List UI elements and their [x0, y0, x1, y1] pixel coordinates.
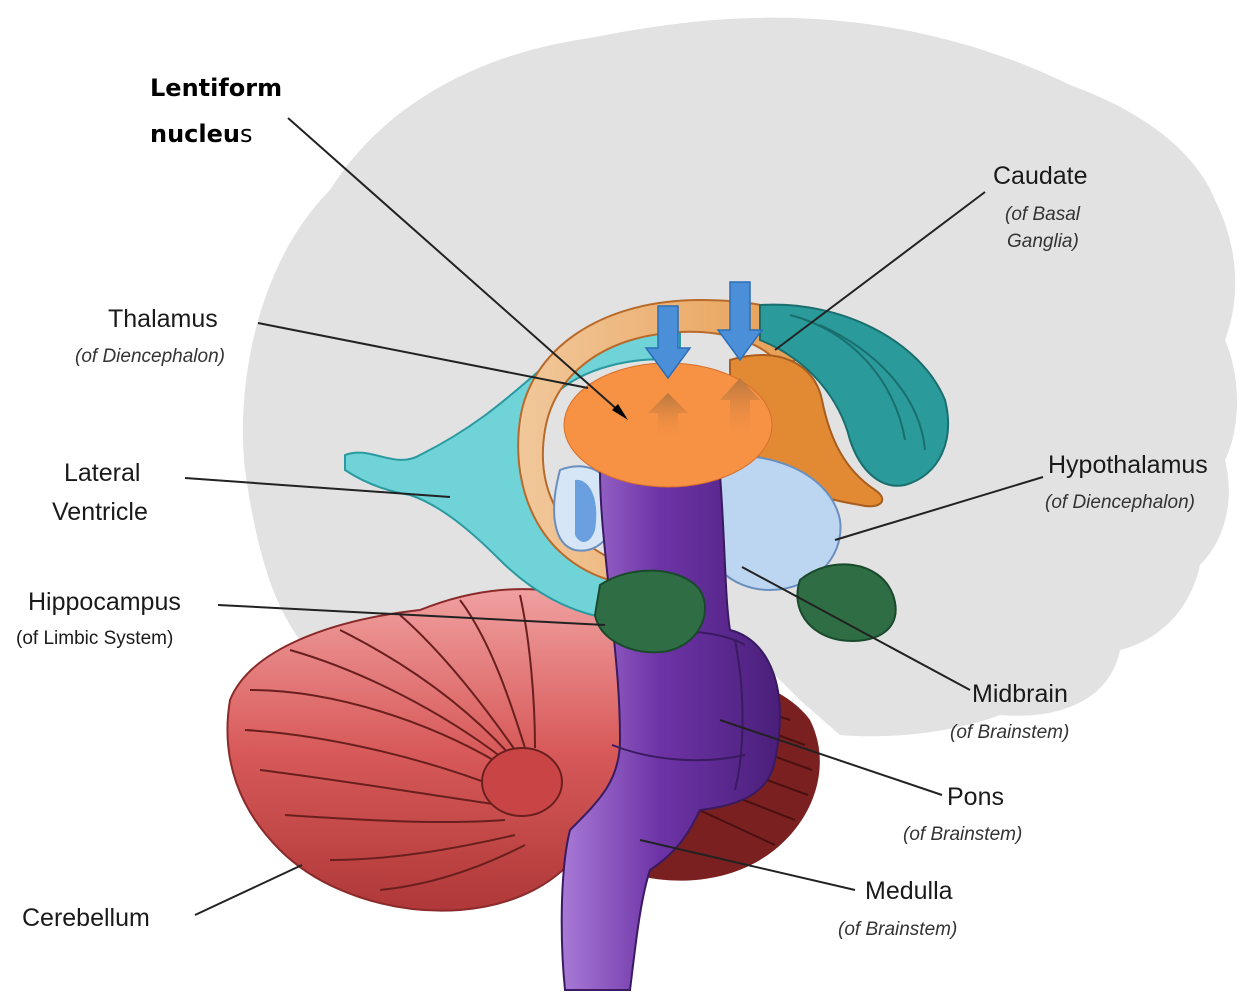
- medulla-label: Medulla: [865, 877, 953, 905]
- lentiform-label-line2: nucleus: [150, 120, 253, 148]
- pons-sub: (of Brainstem): [903, 824, 1022, 845]
- hippocampus: [595, 571, 705, 653]
- hypothalamus-sub: (of Diencephalon): [1045, 492, 1195, 513]
- midbrain-sub: (of Brainstem): [950, 722, 1069, 743]
- thalamus-sub: (of Diencephalon): [75, 346, 225, 367]
- hypothalamus-label: Hypothalamus: [1048, 451, 1208, 479]
- cerebellum-label: Cerebellum: [22, 904, 150, 932]
- hippocampus-sub: (of Limbic System): [16, 628, 173, 649]
- lateral-ventricle-label1: Lateral: [64, 459, 140, 487]
- caudate-label: Caudate: [993, 162, 1088, 190]
- lentiform-label-line1: Lentiform: [150, 74, 282, 102]
- thalamus-label: Thalamus: [108, 305, 218, 333]
- pons-label: Pons: [947, 783, 1004, 811]
- caudate-sub2: Ganglia): [1007, 231, 1079, 252]
- lateral-ventricle-label2: Ventricle: [52, 498, 148, 526]
- midbrain-label: Midbrain: [972, 680, 1068, 708]
- hippocampus-label: Hippocampus: [28, 588, 181, 616]
- caudate-sub1: (of Basal: [1005, 204, 1081, 225]
- medulla-sub: (of Brainstem): [838, 919, 957, 940]
- cerebellum-center: [482, 748, 562, 816]
